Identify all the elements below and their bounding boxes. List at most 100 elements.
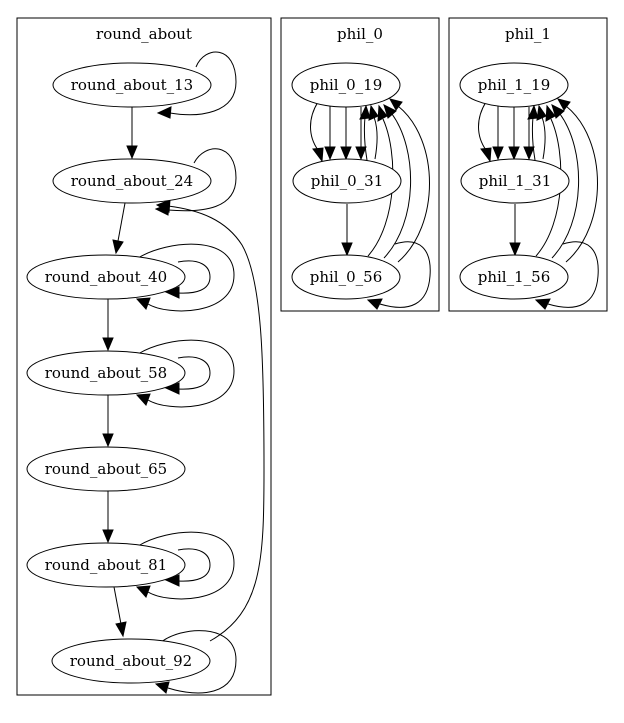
node-label: round_about_24 [71,172,193,190]
node-shape [460,158,570,204]
edge-p131-p119-b [541,116,546,160]
node-round-about-65[interactable]: round_about_65 [26,446,186,492]
node-phil-0-56[interactable]: phil_0_56 [291,254,401,300]
edge-p056-p019-c [397,105,430,263]
edge-p156-self-arrow [534,298,551,310]
edge-p056-self-arrow [366,298,383,310]
node-shape [52,62,212,108]
edge-p031-p019-a-arrow [359,104,371,120]
edge-p156-p119-b-arrow [551,104,565,119]
edge-ra81-self-inner [177,548,211,582]
edge-p156-p119-c [565,105,598,263]
edge-p019-p031-c-arrow [340,146,352,161]
node-label: round_about_65 [45,460,167,478]
edge-ra65-ra81-arrow [102,529,114,544]
edge-ra40-self-outer [137,243,235,312]
node-phil-0-31[interactable]: phil_0_31 [292,158,402,204]
edge-ra58-self-outer-arrow [135,393,151,406]
node-label: phil_0_56 [310,268,383,286]
edge-ra58-self-outer [137,339,235,408]
edge-ra81-self-outer-arrow [135,585,151,598]
edge-ra58-self-inner-arrow [164,382,180,395]
edge-ra13-ra24-arrow [126,145,138,160]
edge-ra92-self [159,630,237,694]
node-shape [26,446,186,492]
node-round-about-13[interactable]: round_about_13 [52,62,212,108]
edge-ra40-self-inner [177,260,211,294]
edge-ra58-self-inner [177,356,211,390]
edge-ra92-ra24-arrow [155,199,171,213]
edge-p056-p019-a-arrow [377,104,388,122]
cluster-phil-1-box [448,17,608,312]
edge-ra40-ra58-arrow [102,337,114,352]
node-shape [26,254,186,300]
edge-p119-p131-c-arrow [508,146,520,161]
edge-ra58-ra65-arrow [102,433,114,448]
node-round-about-40[interactable]: round_about_40 [26,254,186,300]
edge-p131-p119-a [531,116,536,161]
node-label: phil_1_19 [478,76,551,94]
node-round-about-81[interactable]: round_about_81 [26,542,186,588]
edge-ra40-self-inner-arrow [164,286,180,299]
node-label: round_about_92 [70,652,192,670]
edge-p056-p019-b-arrow [383,104,397,119]
node-label: round_about_58 [45,364,167,382]
edge-ra13-self-arrow [156,106,172,119]
cluster-phil-0: phil_0 [280,17,440,312]
edge-p156-p119-c-arrow [557,98,571,111]
edge-ra81-self-inner-arrow [164,574,180,587]
node-phil-1-19[interactable]: phil_1_19 [459,62,569,108]
edge-ra81-ra92-arrow [115,621,127,638]
node-label: phil_1_31 [479,172,552,190]
node-phil-0-19[interactable]: phil_0_19 [291,62,401,108]
edge-p019-p031-a-arrow [312,147,324,163]
edge-ra24-ra40 [117,202,126,242]
node-shape [291,254,401,300]
edge-p031-p019-b [373,116,378,160]
node-round-about-58[interactable]: round_about_58 [26,350,186,396]
node-shape [26,350,186,396]
edge-p031-p019-b-arrow [368,104,379,121]
edge-p031-p056-arrow [341,242,353,257]
edge-p056-p019-b [383,113,412,259]
edge-p156-p119-a-arrow [545,104,556,122]
node-label: round_about_81 [45,556,167,574]
edge-ra92-self-arrow [154,681,170,694]
cluster-phil-1: phil_1 [448,17,608,312]
edge-p119-p131-b-arrow [492,146,504,161]
node-shape [292,158,402,204]
edge-p119-p131-a [478,101,487,151]
node-label: round_about_40 [45,268,167,286]
node-phil-1-56[interactable]: phil_1_56 [459,254,569,300]
edge-p119-p131-a-arrow [480,147,492,163]
node-label: phil_1_56 [478,268,551,286]
edge-p031-p019-a [363,116,368,161]
edge-p156-self [547,241,599,308]
node-label: phil_0_19 [310,76,383,94]
node-shape [52,158,212,204]
cluster-round-about-label: round_about [96,25,192,43]
edge-p119-p131-d-arrow [523,146,535,161]
edge-p056-p019-c-arrow [389,98,403,111]
edge-p131-p119-b-arrow [536,104,547,121]
edge-ra13-self [169,51,237,116]
node-phil-1-31[interactable]: phil_1_31 [460,158,570,204]
cluster-phil-0-label: phil_0 [337,25,383,43]
edge-ra92-ra24 [167,205,265,642]
edge-p019-p031-a [310,101,319,151]
node-round-about-24[interactable]: round_about_24 [52,158,212,204]
edge-p131-p119-a-arrow [527,104,539,120]
edge-p019-p031-b-arrow [324,146,336,161]
node-shape [26,542,186,588]
node-shape [459,62,569,108]
edge-ra24-ra40-arrow [112,239,124,255]
cluster-round-about-box [16,17,272,696]
edge-ra40-self-outer-arrow [135,297,151,310]
edge-p019-p031-d-arrow [355,146,367,161]
cluster-round-about: round_about [16,17,272,696]
node-round-about-92[interactable]: round_about_92 [51,638,211,684]
cluster-phil-0-box [280,17,440,312]
edge-p131-p156-arrow [509,242,521,257]
edge-p056-self [379,241,431,308]
